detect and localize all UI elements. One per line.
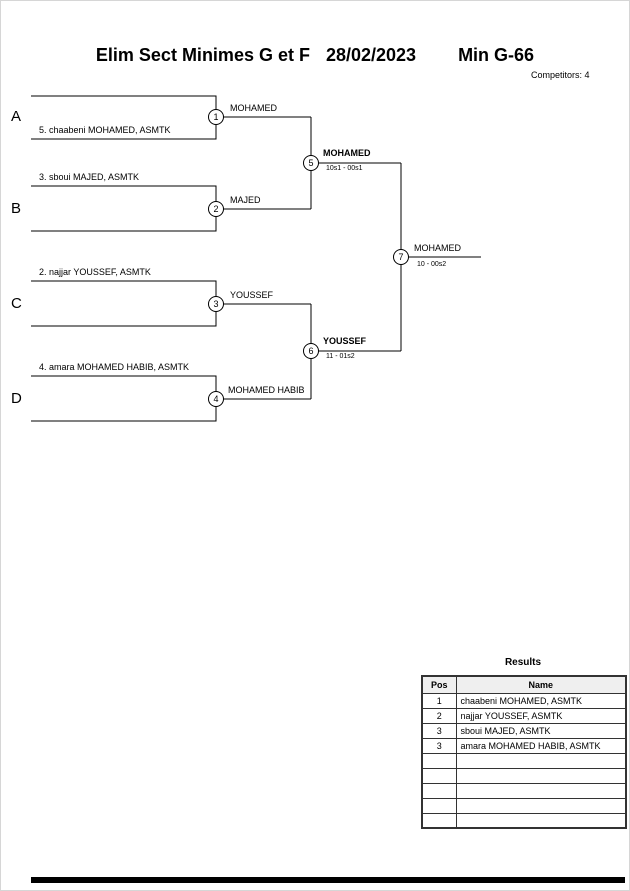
- result-pos: 1: [421, 692, 457, 709]
- result-pos: [421, 782, 457, 799]
- result-pos: [421, 812, 457, 829]
- results-col-name: Name: [455, 675, 627, 694]
- result-pos: 2: [421, 707, 457, 724]
- table-row: 2 najjar YOUSSEF, ASMTK: [421, 707, 627, 724]
- title-event: Elim Sect Minimes G et F: [95, 45, 310, 65]
- result-name: najjar YOUSSEF, ASMTK: [455, 707, 627, 724]
- match7-winner: MOHAMED: [414, 243, 461, 253]
- competitor-name-d: 4. amara MOHAMED HABIB, ASMTK: [39, 362, 190, 372]
- match2-number: 2: [208, 201, 224, 217]
- result-pos: 3: [421, 722, 457, 739]
- slot-letter-d: D: [11, 390, 22, 407]
- competitor-name-c: 2. najjar YOUSSEF, ASMTK: [39, 267, 151, 277]
- page-title: Elim Sect Minimes G et F 28/02/2023 Min …: [1, 45, 629, 66]
- competitor-name-a: 5. chaabeni MOHAMED, ASMTK: [39, 125, 171, 135]
- title-category: Min G-66: [458, 45, 535, 65]
- result-name: [455, 812, 627, 829]
- result-pos: [421, 752, 457, 769]
- table-row-empty: [421, 797, 627, 814]
- match6-winner: YOUSSEF: [323, 336, 367, 346]
- slot-letter-a: A: [11, 108, 22, 125]
- match7-score: 10 - 00s2: [417, 261, 447, 268]
- results-header-row: Pos Name: [421, 675, 627, 694]
- title-date: 28/02/2023: [325, 45, 417, 65]
- result-name: [455, 797, 627, 814]
- match5-score: 10s1 - 00s1: [326, 165, 363, 172]
- competitor-name-b: 3. sboui MAJED, ASMTK: [39, 172, 140, 182]
- match6-score: 11 - 01s2: [326, 353, 355, 360]
- match2-winner: MAJED: [230, 195, 261, 205]
- table-row: 1 chaabeni MOHAMED, ASMTK: [421, 692, 627, 709]
- table-row-empty: [421, 752, 627, 769]
- table-row-empty: [421, 812, 627, 829]
- result-name: [455, 767, 627, 784]
- table-row-empty: [421, 782, 627, 799]
- match3-winner: YOUSSEF: [230, 290, 274, 300]
- competitors-count: Competitors: 4: [531, 70, 590, 80]
- result-pos: [421, 767, 457, 784]
- slot-letter-b: B: [11, 200, 22, 217]
- results-title: Results: [504, 657, 542, 668]
- match4-winner: MOHAMED HABIB: [228, 385, 305, 395]
- result-pos: [421, 797, 457, 814]
- table-row: 3 sboui MAJED, ASMTK: [421, 722, 627, 739]
- match5-winner: MOHAMED: [323, 148, 371, 158]
- match1-number: 1: [208, 109, 224, 125]
- table-row-empty: [421, 767, 627, 784]
- result-name: [455, 782, 627, 799]
- result-name: amara MOHAMED HABIB, ASMTK: [455, 737, 627, 754]
- results-table: Pos Name 1 chaabeni MOHAMED, ASMTK 2 naj…: [421, 675, 627, 829]
- slot-letter-c: C: [11, 295, 22, 312]
- match6-number: 6: [303, 343, 319, 359]
- match7-number: 7: [393, 249, 409, 265]
- result-pos: 3: [421, 737, 457, 754]
- match1-winner: MOHAMED: [230, 103, 277, 113]
- table-row: 3 amara MOHAMED HABIB, ASMTK: [421, 737, 627, 754]
- result-name: sboui MAJED, ASMTK: [455, 722, 627, 739]
- result-name: [455, 752, 627, 769]
- match4-number: 4: [208, 391, 224, 407]
- footer-bar: [31, 877, 625, 883]
- match5-number: 5: [303, 155, 319, 171]
- match3-number: 3: [208, 296, 224, 312]
- results-col-pos: Pos: [421, 675, 457, 694]
- result-name: chaabeni MOHAMED, ASMTK: [455, 692, 627, 709]
